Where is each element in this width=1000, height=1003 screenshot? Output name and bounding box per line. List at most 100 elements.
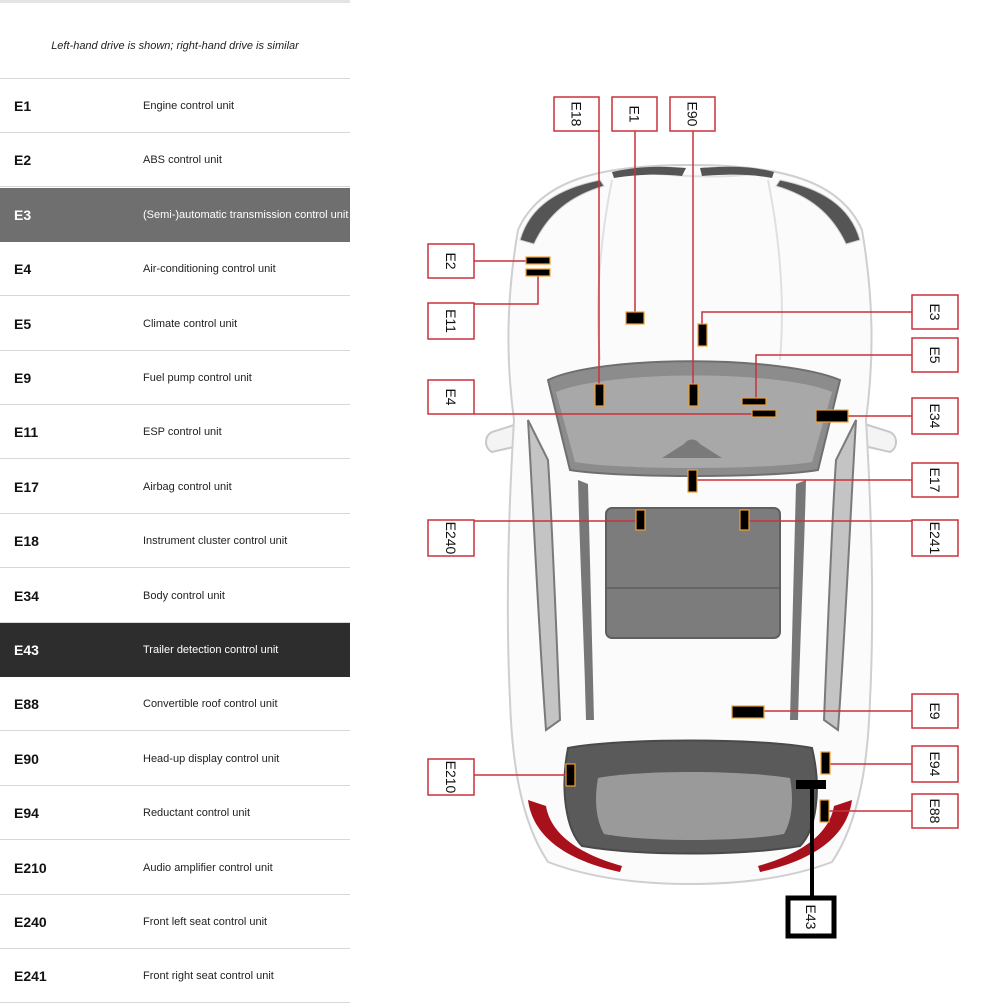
rear-window [596,772,792,840]
callout-box-e90 [669,96,716,132]
left-headlight [519,179,605,245]
right-side-window [822,419,857,732]
callout-box-e2 [427,243,475,279]
row-divider [0,404,350,405]
callout-box-e241 [911,519,959,557]
e88-marker [819,799,830,823]
front-grille-right [700,166,774,178]
legend-row-e3: E3 (Semi-)automatic transmission control … [0,187,350,242]
callout-label-e43: E43 [803,905,819,930]
e34-marker [815,409,849,423]
legend-description: ESP control unit [143,426,222,439]
callout-box-e240 [427,519,475,557]
front-grille-left [612,166,686,178]
legend-description: Engine control unit [143,100,235,112]
legend-description: Climate control unit [143,317,238,330]
callout-box-e94 [911,745,959,783]
right-rear-reflector [758,800,852,872]
leader-lines [474,131,912,898]
right-pillar [790,480,806,720]
legend-description: Reductant control unit [143,807,251,820]
callout-box-e34 [911,397,959,435]
divider [0,78,350,79]
e241-marker [739,509,750,531]
callout-box-e11 [427,302,475,340]
row-divider [0,784,350,786]
legend-code: E2 [14,152,32,169]
legend-description: Front right seat control unit [143,970,274,983]
legend-code: E90 [14,750,39,767]
callout-box-e43 [785,895,837,939]
leader-line-e11 [474,272,539,305]
legend-code: E240 [14,914,47,930]
callout-label-e94: E94 [927,752,943,777]
control-unit-markers [525,256,849,823]
legend-description: Fuel pump control unit [143,372,252,384]
callout-label-e5: E5 [927,346,943,363]
legend-description: (Semi-)automatic transmission control un… [143,208,349,221]
legend-code: E88 [14,696,39,713]
legend-code: E3 [14,206,32,223]
legend-description: Air-conditioning control unit [143,263,276,276]
row-divider [0,295,350,297]
row-divider [0,512,350,514]
callout-label-e241: E241 [927,522,943,555]
e94-marker [820,751,831,775]
callout-box-e5 [911,337,959,373]
callout-label-e17: E17 [927,468,943,493]
row-divider [0,458,350,460]
left-pillar [578,480,594,720]
row-divider [0,132,350,133]
top-divider [0,0,350,3]
legend-row-e1: E1 Engine control unit [0,79,350,133]
callout-box-e9 [911,693,959,729]
row-divider [0,186,350,188]
legend-code: E241 [14,968,47,985]
e4-marker [751,409,777,418]
row-divider [0,730,350,732]
legend-description: Trailer detection control unit [143,644,279,656]
callout-label-e18: E18 [569,102,585,127]
sunroof [605,507,781,639]
legend-row-e5: E5 Climate control unit [0,297,350,351]
rear-view-mirror [662,439,722,458]
callout-label-e88: E88 [927,799,943,824]
legend-code: E4 [14,261,32,278]
row-divider [0,621,350,623]
row-divider [0,948,350,949]
callout-label-e9: E9 [927,702,943,719]
callout-label-e3: E3 [927,303,943,320]
legend-code: E94 [14,805,39,822]
legend-code: E210 [14,859,47,876]
e240-marker [635,509,646,531]
e11-marker [525,268,551,277]
e9-marker [731,705,765,719]
legend-description: Body control unit [143,589,225,602]
legend-description: Instrument cluster control unit [143,535,288,548]
e5-marker [741,397,767,406]
callout-box-e4 [427,379,475,415]
callout-label-e2: E2 [443,252,459,269]
legend-description: Airbag control unit [143,480,232,493]
legend-code: E5 [14,315,32,332]
leader-line-e5 [755,354,912,398]
callout-box-e210 [427,758,475,796]
row-divider [0,567,350,569]
callout-box-e88 [911,793,959,829]
callout-box-e1 [611,96,658,132]
drive-note: Left-hand drive is shown; right-hand dri… [51,40,299,52]
callout-box-e3 [911,294,959,330]
legend-code: E1 [14,98,32,114]
left-rear-reflector [528,800,622,872]
legend-code: E18 [14,533,39,550]
e18-marker [594,383,605,407]
e2-marker-a [525,256,551,265]
